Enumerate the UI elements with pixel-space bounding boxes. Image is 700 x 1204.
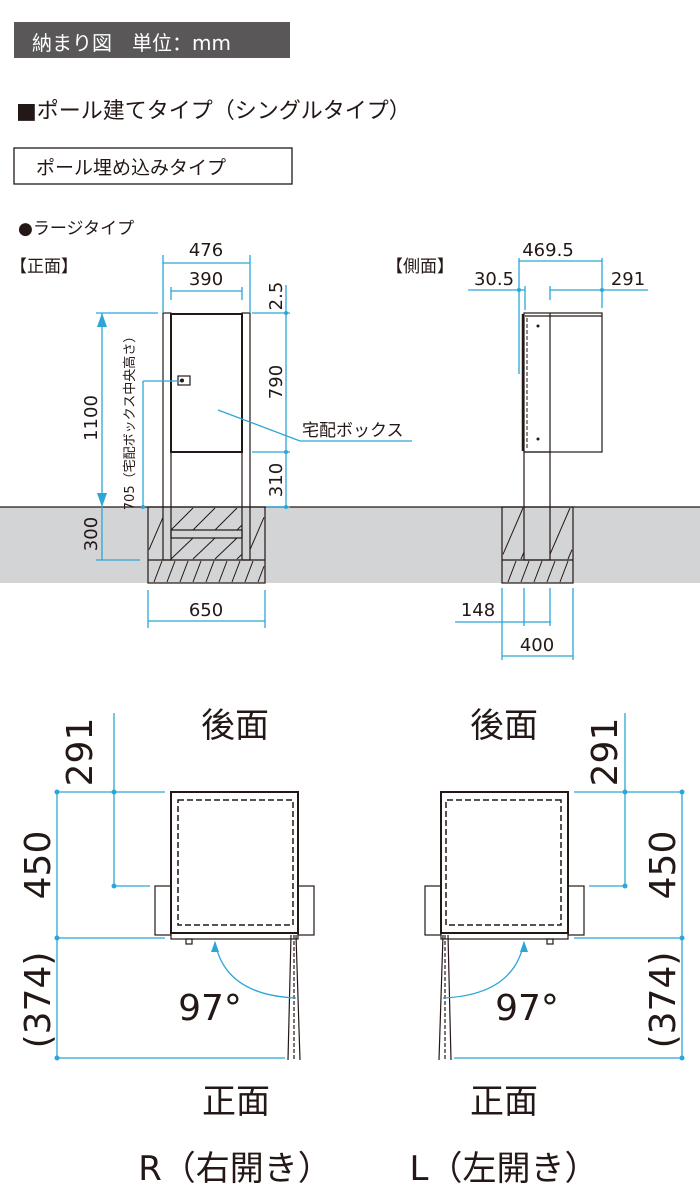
type-label: ポール埋め込みタイプ [36, 157, 226, 179]
delivery-box-side [523, 312, 603, 453]
dim-476: 476 [189, 240, 223, 261]
dim-790: 790 [266, 365, 287, 399]
r-angle: 97° [178, 988, 242, 1029]
hatch-line [520, 560, 530, 583]
dim-291-side: 291 [611, 269, 645, 290]
hatch-line [236, 553, 243, 560]
hatch-line [507, 560, 517, 583]
dim-148: 148 [461, 600, 495, 621]
keyhole-icon [180, 378, 184, 383]
dim-469-5: 469.5 [522, 240, 574, 261]
hatch-line [244, 560, 254, 583]
l-dim-291: 291 [585, 718, 626, 787]
front-view-label: 【正面】 [10, 257, 78, 277]
l-rear-label: 後面 [470, 706, 538, 746]
hatch-line [546, 560, 556, 583]
side-view-label: 【側面】 [386, 257, 454, 277]
crossbar [170, 529, 243, 539]
hatch-line [214, 537, 238, 560]
dim-705: 705（宅配ボックス中央高さ） [122, 330, 138, 510]
side-hatching [502, 507, 573, 583]
hatch-line [218, 560, 228, 583]
l-angle: 97° [495, 988, 559, 1029]
hatch-line [214, 507, 238, 531]
dim-30-5: 30.5 [474, 269, 514, 290]
r-rear-label: 後面 [201, 706, 269, 746]
hatch-line [170, 507, 194, 531]
hatch-line [249, 517, 265, 550]
l-caption: L（左開き） [410, 1149, 599, 1189]
hatch-line [559, 560, 569, 583]
hatch-line [192, 507, 216, 531]
hatch-line [192, 560, 202, 583]
hatch-line [231, 560, 241, 583]
r-front-label: 正面 [202, 1082, 270, 1122]
dim-650: 650 [189, 600, 223, 621]
type-box [13, 147, 293, 185]
front-foundation [147, 506, 266, 584]
hatch-line [567, 549, 573, 560]
front-hatching [148, 507, 265, 583]
l-dim-450: 450 [643, 831, 684, 900]
r-caption: R（右開き） [138, 1149, 332, 1189]
hatch-line [257, 566, 265, 583]
r-dim-374: (374) [18, 952, 59, 1049]
header-bar [14, 22, 290, 58]
dim-310: 310 [266, 463, 287, 497]
dim-2-5: 2.5 [266, 282, 287, 311]
hatch-line [533, 560, 543, 583]
hatch-line [192, 537, 216, 560]
dim-300: 300 [81, 517, 102, 551]
header-title: 納まり図 単位：mm [32, 31, 231, 55]
hatch-line [153, 560, 163, 583]
hatch-line [148, 517, 164, 550]
section-title: ■ポール建てタイプ（シングルタイプ） [16, 99, 411, 124]
l-dim-374: (374) [643, 952, 684, 1049]
size-label: ●ラージタイプ [18, 219, 134, 239]
hatch-line [179, 560, 189, 583]
dim-400: 400 [520, 635, 554, 656]
hatch-line [205, 560, 215, 583]
delivery-box-callout: 宅配ボックス [302, 421, 404, 441]
hatch-line [170, 537, 194, 560]
delivery-box-front [170, 313, 243, 453]
dim-1100: 1100 [81, 395, 102, 441]
hatch-line [502, 507, 524, 555]
hatch-line [236, 524, 243, 531]
plan-view-left-hinge [424, 713, 685, 1061]
l-front-label: 正面 [470, 1082, 538, 1122]
side-dimensions [455, 258, 648, 660]
hatch-line [166, 560, 176, 583]
front-dimensions [96, 255, 412, 628]
r-dim-450: 450 [18, 831, 59, 900]
dim-390: 390 [189, 269, 223, 290]
hatch-line [549, 507, 571, 555]
r-dim-291: 291 [60, 718, 101, 787]
ground [0, 507, 700, 583]
side-foundation [501, 506, 574, 584]
plan-view-right-hinge [54, 713, 315, 1061]
